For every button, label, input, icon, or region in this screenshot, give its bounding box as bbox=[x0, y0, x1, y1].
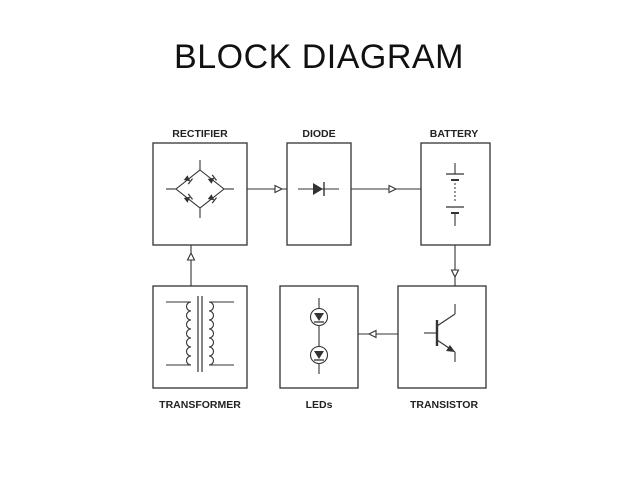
page-title: BLOCK DIAGRAM bbox=[174, 38, 464, 76]
connector-transformer-to-rectifier bbox=[186, 245, 196, 286]
led-icon bbox=[309, 298, 329, 336]
battery-label: BATTERY bbox=[430, 128, 478, 140]
bridge-rectifier-icon bbox=[166, 160, 234, 218]
rectifier-block: RECTIFIER bbox=[152, 128, 248, 246]
diode-label: DIODE bbox=[302, 128, 335, 140]
diode-block: DIODE bbox=[286, 128, 352, 246]
diode-symbol-icon bbox=[298, 182, 339, 196]
battery-block: BATTERY bbox=[420, 128, 491, 246]
connector-transistor-to-leds bbox=[358, 329, 398, 339]
connector-rectifier-to-diode bbox=[247, 184, 287, 194]
transistor-label: TRANSISTOR bbox=[410, 399, 478, 411]
rectifier-label: RECTIFIER bbox=[172, 128, 228, 140]
leds-block: LEDs bbox=[279, 285, 359, 411]
transformer-box bbox=[152, 285, 248, 389]
transformer-symbol-icon bbox=[166, 296, 234, 372]
transistor-symbol-icon bbox=[424, 304, 456, 362]
battery-symbol-icon bbox=[446, 163, 464, 226]
leds-label: LEDs bbox=[306, 399, 333, 411]
transformer-block: TRANSFORMER bbox=[152, 285, 248, 411]
transformer-label: TRANSFORMER bbox=[159, 399, 241, 411]
transistor-block: TRANSISTOR bbox=[397, 285, 487, 411]
rectifier-box bbox=[152, 142, 248, 246]
diode-box bbox=[286, 142, 352, 246]
battery-box bbox=[420, 142, 491, 246]
connector-battery-to-transistor bbox=[450, 245, 460, 286]
led-icon bbox=[309, 336, 329, 374]
connector-diode-to-battery bbox=[351, 184, 421, 194]
transistor-box bbox=[397, 285, 487, 389]
